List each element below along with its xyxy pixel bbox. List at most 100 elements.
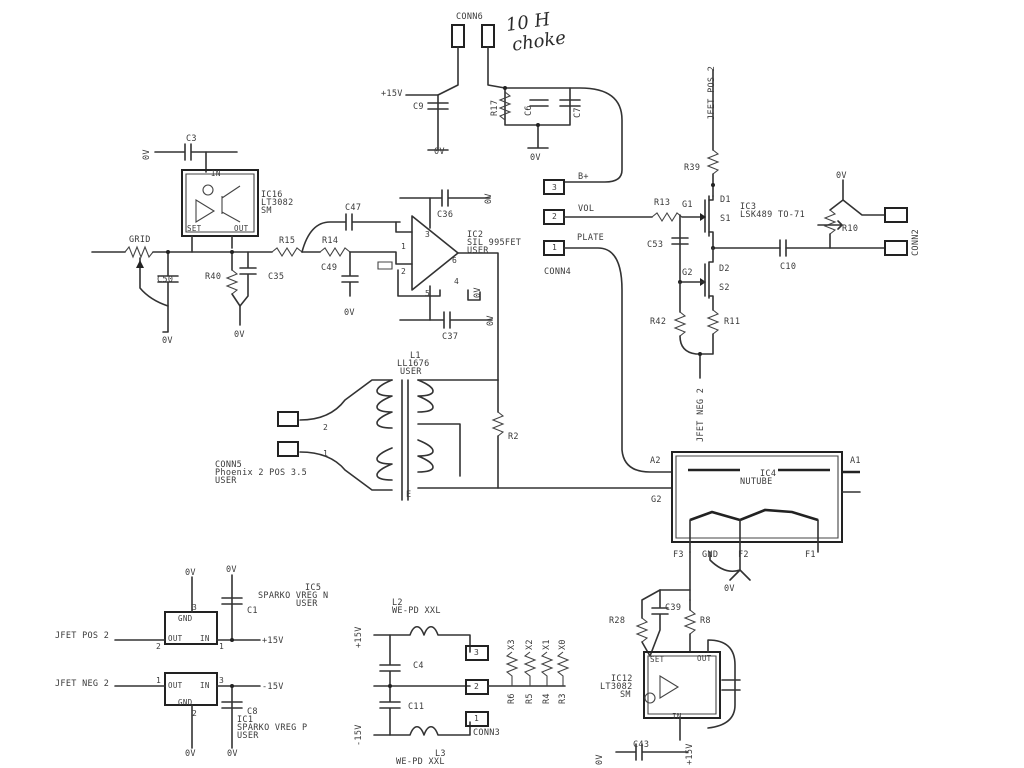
ic2-pin-2: 2	[401, 267, 407, 276]
ic5-in-label: IN	[200, 634, 210, 643]
rail-0v-c36: 0V	[484, 193, 494, 204]
ic12-set-label: SET	[650, 655, 665, 664]
e-label: E	[406, 490, 412, 500]
x3-label: X3	[507, 639, 517, 650]
ic16-in-label: IN	[211, 169, 221, 178]
c1-label: C1	[247, 606, 258, 616]
conn6-block	[406, 25, 622, 182]
conn3-pin-3: 3	[474, 648, 480, 657]
c37-label: C37	[442, 332, 459, 342]
ic12-ref: IC12	[611, 674, 633, 684]
a2-label: A2	[650, 456, 661, 466]
rail-0v-ic5: 0V	[185, 568, 196, 578]
ic2-block	[272, 190, 498, 380]
f3-label: F3	[673, 550, 684, 560]
r8-label: R8	[700, 616, 711, 626]
ic1-gnd-label: GND	[178, 698, 193, 707]
conn3-pin-1: 1	[474, 714, 480, 723]
conn4-label: CONN4	[544, 267, 572, 277]
c4-label: C4	[413, 661, 424, 671]
ic2-pin-1: 1	[401, 242, 407, 251]
c39-label: C39	[665, 603, 682, 613]
rail-plus15-c9: +15V	[381, 89, 403, 99]
grid-label: GRID	[129, 235, 151, 245]
l1-ref: L1	[410, 351, 421, 361]
ic5-gnd-label: GND	[178, 614, 193, 623]
rail-0v-c43: 0V	[595, 754, 605, 765]
conn5-pin-2: 2	[323, 423, 329, 432]
rail-plus15-ic5: +15V	[262, 636, 284, 646]
c8-label: C8	[247, 707, 258, 717]
ic16-pkg: SM	[261, 206, 272, 216]
c3-label: C3	[186, 134, 197, 144]
rail-0v-c6: 0V	[530, 153, 541, 163]
rail-plus15-l2: +15V	[354, 626, 364, 648]
conn4-pin-1: 1	[552, 243, 558, 252]
ic1-out-label: OUT	[168, 681, 183, 690]
a1-label: A1	[850, 456, 861, 466]
ic16-part: LT3082	[261, 198, 294, 208]
c50-label: C50	[157, 275, 174, 285]
c36-label: C36	[437, 210, 454, 220]
r5-label: R5	[525, 693, 535, 704]
l3-ref: L3	[435, 749, 446, 759]
bplus-label: B+	[578, 172, 589, 182]
conn5-pin-1: 1	[323, 449, 329, 458]
ic12-out-label: OUT	[697, 654, 712, 663]
rail-minus15-ic1: -15V	[262, 682, 284, 692]
ic5-user: USER	[296, 599, 318, 609]
l2-part: WE-PD XXL	[392, 606, 441, 616]
ic2-pin-3: 3	[425, 230, 431, 239]
ic12-in-label: IN	[672, 712, 682, 721]
g2-label: G2	[651, 495, 662, 505]
conn3-pin-2: 2	[474, 682, 480, 691]
vreg-jfet-neg2-label: JFET NEG 2	[55, 679, 110, 689]
ic1-user: USER	[237, 731, 259, 741]
c43-label: C43	[633, 740, 650, 750]
conn4-block	[544, 180, 672, 472]
ic2-pin-4: 4	[454, 277, 460, 286]
ic3-ref: IC3	[740, 202, 757, 212]
ic2-part: SIL 995FET	[467, 238, 522, 248]
ic1-ref: IC1	[237, 715, 254, 725]
rail-plus15-c43: +15V	[685, 743, 695, 765]
ic2-user: USER	[467, 246, 489, 256]
gnd-nutube-label: GND	[702, 550, 719, 560]
ic12-part: LT3082	[600, 682, 633, 692]
vreg-block	[115, 575, 260, 748]
rail-0v-c37: 0V	[486, 315, 496, 326]
ic12-block	[616, 590, 740, 760]
ic3-jfet-block	[652, 70, 885, 378]
r40-label: R40	[205, 272, 222, 282]
r6-label: R6	[507, 693, 517, 704]
l3-part: WE-PD XXL	[396, 757, 445, 767]
rail-0v-r40: 0V	[234, 330, 245, 340]
rail-0v-r10: 0V	[836, 171, 847, 181]
c47-label: C47	[345, 203, 362, 213]
ic1-pin-2: 2	[192, 709, 198, 718]
ic4-ref: IC4	[760, 469, 777, 479]
g1-label: G1	[682, 200, 693, 210]
f2-label: F2	[738, 550, 749, 560]
ic2-pin-5: 5	[425, 289, 431, 298]
ic5-pin-1: 1	[219, 642, 225, 651]
conn5-part-label: Phoenix 2 POS 3.5	[215, 468, 308, 478]
conn4-pin-3: 3	[552, 183, 558, 192]
rail-0v-c1: 0V	[226, 565, 237, 575]
ic16-set-label: SET	[187, 224, 202, 233]
r17-label: R17	[490, 99, 500, 116]
ic16-out-label: OUT	[234, 224, 249, 233]
c10-label: C10	[780, 262, 797, 272]
d2-label: D2	[719, 264, 730, 274]
c9-label: C9	[413, 102, 424, 112]
r28-label: R28	[609, 616, 626, 626]
r4-label: R4	[542, 693, 552, 704]
s1-label: S1	[720, 214, 731, 224]
s2-label: S2	[719, 283, 730, 293]
ic5-part: SPARKO VREG N	[258, 591, 329, 601]
ic2-pin-6: 6	[452, 256, 458, 265]
c7-label: C7	[573, 107, 583, 118]
l2-l3-block	[374, 627, 568, 735]
rail-jfet-neg2: JFET NEG 2	[696, 387, 706, 442]
x1-label: X1	[542, 639, 552, 650]
